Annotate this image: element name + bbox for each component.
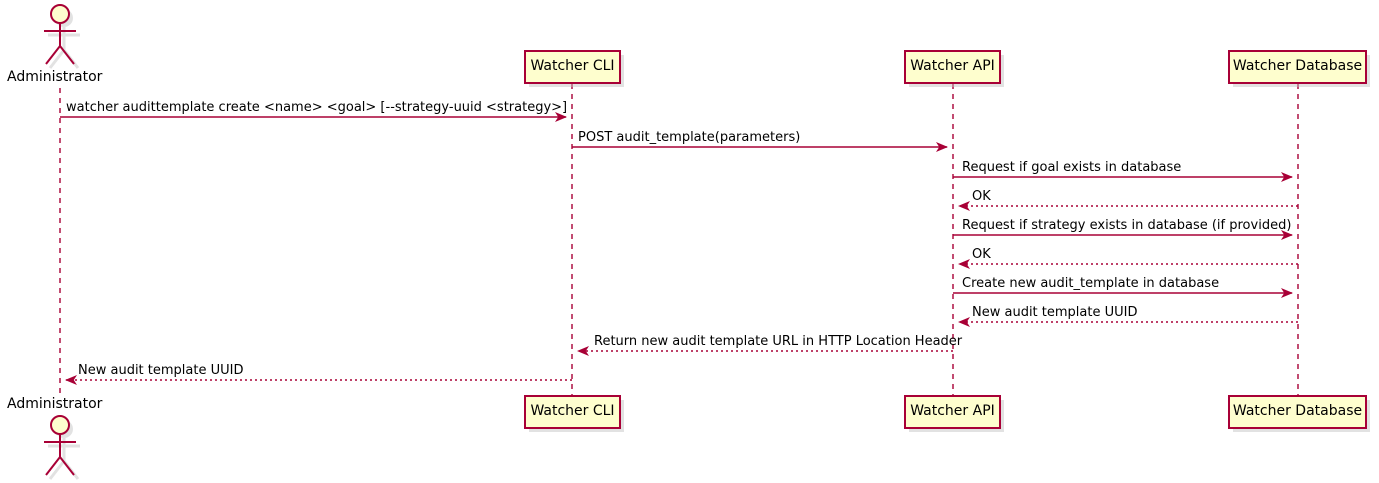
- message-label-1: watcher audittemplate create <name> <goa…: [66, 100, 568, 115]
- lifelines: [59, 84, 1299, 396]
- participant-box-watcher-cli-bottom[interactable]: [524, 395, 624, 432]
- actor-administrator-bottom[interactable]: [44, 415, 80, 480]
- actor-administrator-top[interactable]: [44, 4, 80, 69]
- message-label-7: Create new audit_template in database: [962, 276, 1220, 291]
- participant-label-watcher-cli-top: Watcher CLI: [530, 58, 615, 74]
- actor-label-administrator-top: Administrator: [7, 69, 103, 85]
- participant-label-watcher-cli-bottom: Watcher CLI: [530, 403, 615, 419]
- message-label-4: OK: [972, 189, 991, 204]
- participant-label-watcher-database-top: Watcher Database: [1232, 58, 1363, 74]
- message-label-9: Return new audit template URL in HTTP Lo…: [594, 334, 963, 349]
- actor-label-administrator-bottom: Administrator: [7, 396, 103, 412]
- participant-box-watcher-api-bottom[interactable]: [904, 395, 1004, 432]
- message-label-2: POST audit_template(parameters): [578, 130, 801, 145]
- actor-head-icon: [50, 415, 70, 435]
- participant-box-watcher-api-top[interactable]: [904, 50, 1004, 87]
- message-label-3: Request if goal exists in database: [962, 160, 1182, 175]
- message-label-8: New audit template UUID: [972, 305, 1138, 320]
- message-label-6: OK: [972, 247, 991, 262]
- participant-box-watcher-database-bottom[interactable]: [1228, 395, 1370, 432]
- participant-box-watcher-database-top[interactable]: [1228, 50, 1370, 87]
- message-label-10: New audit template UUID: [78, 363, 244, 378]
- participant-label-watcher-database-bottom: Watcher Database: [1232, 403, 1363, 419]
- participant-label-watcher-api-top: Watcher API: [910, 58, 995, 74]
- participant-box-watcher-cli-top[interactable]: [524, 50, 624, 87]
- message-label-5: Request if strategy exists in database (…: [962, 218, 1292, 233]
- actor-head-icon: [50, 4, 70, 24]
- participant-label-watcher-api-bottom: Watcher API: [910, 403, 995, 419]
